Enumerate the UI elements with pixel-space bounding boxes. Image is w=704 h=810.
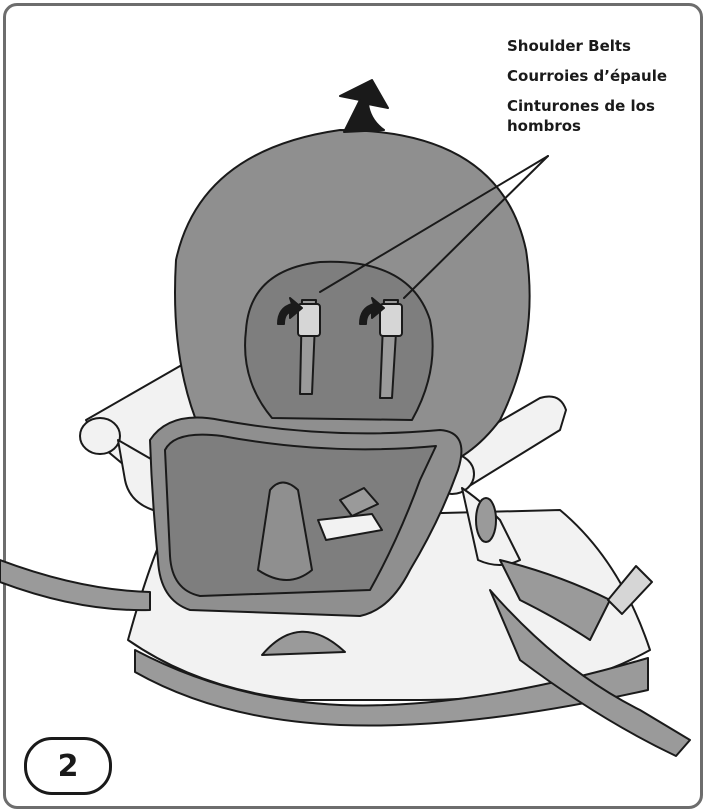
up-arrow [340,80,388,132]
step-number: 2 [58,749,79,784]
callout-labels: Shoulder Belts Courroies d’épaule Cintur… [507,36,697,146]
label-english: Shoulder Belts [507,36,697,56]
left-waist-belt [0,560,150,610]
label-spanish: Cinturones de los hombros [507,96,657,136]
step-number-badge: 2 [24,737,112,795]
label-french: Courroies d’épaule [507,66,697,86]
seat-pad-head-inset [245,262,433,420]
left-armrest-cap [80,418,120,454]
right-side-knob [476,498,496,542]
